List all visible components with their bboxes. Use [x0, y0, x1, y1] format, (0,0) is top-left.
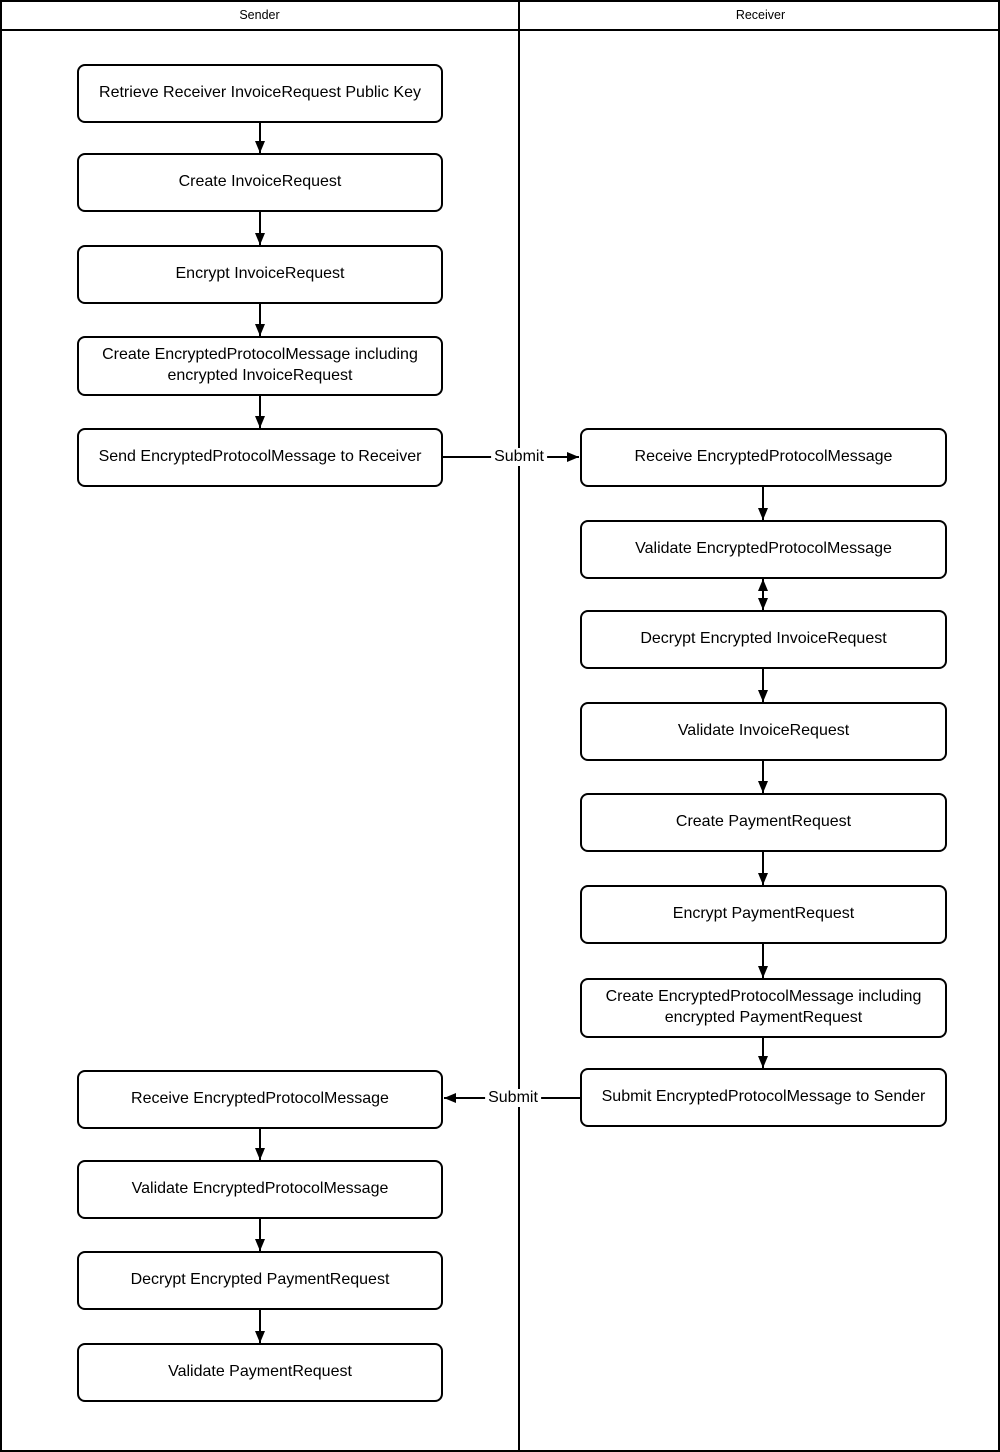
lane-divider — [518, 0, 520, 1452]
lane-header-sender: Sender — [239, 7, 280, 22]
step-decrypt-encrypted-invoicerequest: Decrypt Encrypted InvoiceRequest — [580, 610, 947, 669]
step-create-invoicerequest: Create InvoiceRequest — [77, 153, 443, 212]
step-send-encryptedprotocolmessage: Send EncryptedProtocolMessage to Receive… — [77, 428, 443, 487]
submit-label-to-sender: Submit — [485, 1089, 541, 1107]
step-validate-encryptedprotocolmessage-receiver: Validate EncryptedProtocolMessage — [580, 520, 947, 579]
step-receive-encryptedprotocolmessage-sender: Receive EncryptedProtocolMessage — [77, 1070, 443, 1129]
step-create-paymentrequest: Create PaymentRequest — [580, 793, 947, 852]
step-retrieve-invoicerequest-public-key: Retrieve Receiver InvoiceRequest Public … — [77, 64, 443, 123]
lane-header-row: Sender Receiver — [0, 0, 1000, 31]
lane-header-receiver: Receiver — [735, 7, 786, 22]
step-encrypt-paymentrequest: Encrypt PaymentRequest — [580, 885, 947, 944]
step-create-encryptedprotocolmessage-paymentrequest: Create EncryptedProtocolMessage includin… — [580, 978, 947, 1038]
step-decrypt-encrypted-paymentrequest: Decrypt Encrypted PaymentRequest — [77, 1251, 443, 1310]
step-create-encryptedprotocolmessage-invoicerequest: Create EncryptedProtocolMessage includin… — [77, 336, 443, 396]
step-encrypt-invoicerequest: Encrypt InvoiceRequest — [77, 245, 443, 304]
step-validate-paymentrequest: Validate PaymentRequest — [77, 1343, 443, 1402]
step-receive-encryptedprotocolmessage-receiver: Receive EncryptedProtocolMessage — [580, 428, 947, 487]
step-validate-invoicerequest: Validate InvoiceRequest — [580, 702, 947, 761]
step-validate-encryptedprotocolmessage-sender: Validate EncryptedProtocolMessage — [77, 1160, 443, 1219]
step-submit-encryptedprotocolmessage: Submit EncryptedProtocolMessage to Sende… — [580, 1068, 947, 1127]
submit-label-to-receiver: Submit — [491, 448, 547, 466]
